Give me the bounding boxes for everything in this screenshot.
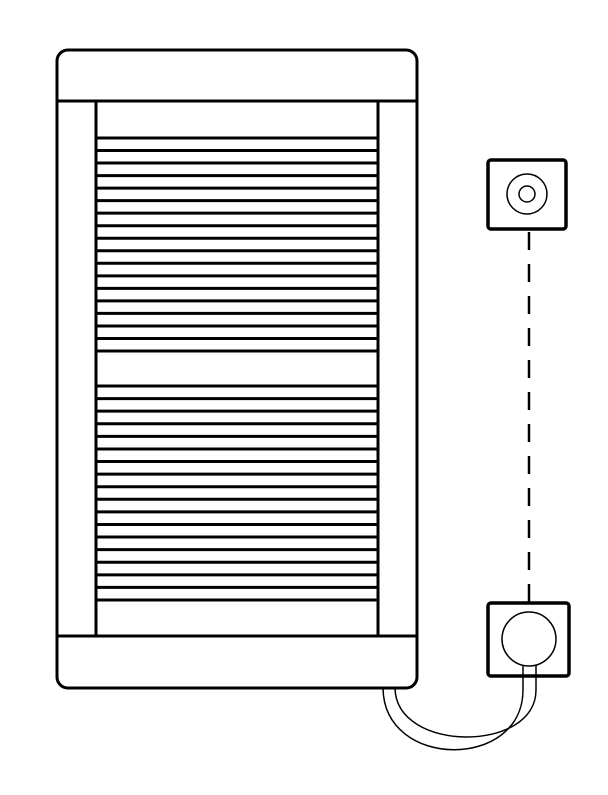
wall-socket-top <box>486 158 568 231</box>
lower-bar-group <box>96 384 378 602</box>
wall-socket-bottom <box>486 601 571 678</box>
socket-outer-ring <box>506 173 548 215</box>
power-cable-outer <box>382 666 524 751</box>
power-cable-inner <box>394 665 537 738</box>
socket-inner-ring <box>518 185 536 203</box>
radiator-frame <box>55 48 419 690</box>
plug-icon <box>501 611 557 667</box>
upper-bar-group <box>96 136 378 353</box>
